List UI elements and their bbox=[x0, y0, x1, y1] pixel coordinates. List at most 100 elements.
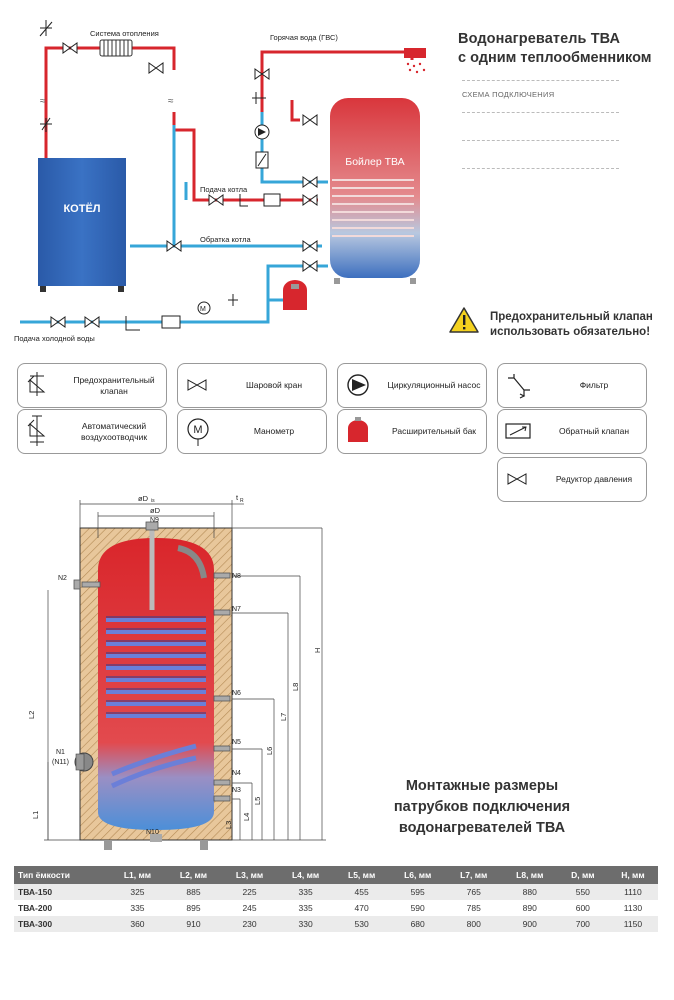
svg-text:M: M bbox=[200, 306, 206, 313]
table-cell: 680 bbox=[389, 916, 446, 932]
table-cell: ТВА-300 bbox=[14, 916, 110, 932]
hot-water-label: Горячая вода (ГВС) bbox=[270, 33, 338, 42]
table-cell: 550 bbox=[557, 884, 608, 900]
dim-label: R bbox=[240, 498, 244, 504]
table-cell: 470 bbox=[333, 900, 390, 916]
dim-label: t bbox=[236, 493, 239, 502]
table-cell: 910 bbox=[165, 916, 222, 932]
table-cell: 335 bbox=[109, 900, 166, 916]
table-cell: ТВА-200 bbox=[14, 900, 110, 916]
table-cell: 1130 bbox=[607, 900, 658, 916]
legend-label: Фильтр bbox=[579, 380, 609, 390]
table-cell: 700 bbox=[557, 916, 608, 932]
nozzle-label: N3 bbox=[232, 787, 241, 794]
legend-item-air-vent: Автоматический воздухоотводчик bbox=[17, 409, 167, 454]
table-header: D, мм bbox=[557, 866, 608, 884]
nozzle-label: N5 bbox=[232, 739, 241, 746]
table-header: L5, мм bbox=[333, 866, 390, 884]
boiler-label: КОТЁЛ bbox=[63, 202, 100, 215]
warning-line2: использовать обязательно! bbox=[490, 326, 651, 338]
cold-water-label: Подача холодной воды bbox=[14, 334, 95, 343]
caption: Монтажные размеры патрубков подключения … bbox=[382, 776, 582, 839]
warning-icon bbox=[449, 307, 479, 333]
dim-label: L5 bbox=[253, 797, 262, 805]
dimensions-table: Тип ёмкости L1, мм L2, мм L3, мм L4, мм … bbox=[14, 866, 658, 932]
table-cell: 1110 bbox=[607, 884, 658, 900]
legend-label: воздухоотводчик bbox=[80, 432, 148, 442]
legend-label: Циркуляционный насос bbox=[387, 380, 481, 390]
legend-label: Обратный клапан bbox=[558, 426, 630, 436]
table-cell: 325 bbox=[109, 884, 166, 900]
legend-item-expansion-tank: Расширительный бак bbox=[337, 409, 487, 454]
table-cell: 360 bbox=[109, 916, 166, 932]
caption-line3: водонагревателей ТВА bbox=[398, 820, 566, 836]
divider bbox=[462, 140, 619, 141]
dim-label: L7 bbox=[279, 713, 288, 721]
table-cell: 595 bbox=[389, 884, 446, 900]
safety-valve-icon bbox=[27, 372, 46, 396]
table-cell: 800 bbox=[445, 916, 502, 932]
legend-item-check-valve: Обратный клапан bbox=[497, 409, 647, 454]
table-cell: 245 bbox=[221, 900, 278, 916]
nozzle-label: N8 bbox=[232, 573, 241, 580]
boiler-body bbox=[38, 158, 126, 286]
table-row: ТВА-300 360 910 230 330 530 680 800 900 … bbox=[14, 916, 658, 932]
expansion-tank-icon bbox=[348, 417, 368, 442]
boiler-supply-label: Подача котла bbox=[200, 185, 248, 194]
tank-label: Бойлер ТВА bbox=[345, 156, 404, 168]
table-cell: 225 bbox=[221, 884, 278, 900]
table-header: L7, мм bbox=[445, 866, 502, 884]
dim-label: L4 bbox=[242, 813, 251, 821]
table-header: L1, мм bbox=[109, 866, 166, 884]
caption-line1: Монтажные размеры bbox=[405, 778, 559, 794]
nozzle-label: N4 bbox=[232, 770, 241, 777]
table-header: L4, мм bbox=[277, 866, 334, 884]
dim-label: L1 bbox=[31, 811, 40, 819]
warning-text: Предохранительный клапан использовать об… bbox=[490, 310, 653, 340]
legend-label: Шаровой кран bbox=[245, 380, 303, 390]
table-row: ТВА-200 335 895 245 335 470 590 785 890 … bbox=[14, 900, 658, 916]
table-cell: 590 bbox=[389, 900, 446, 916]
dim-label: is bbox=[151, 498, 155, 504]
legend-label: клапан bbox=[100, 386, 128, 396]
table-cell: 600 bbox=[557, 900, 608, 916]
caption-line2: патрубков подключения bbox=[393, 799, 571, 815]
table-header-row: Тип ёмкости L1, мм L2, мм L3, мм L4, мм … bbox=[14, 866, 658, 884]
nozzle-label: N7 bbox=[232, 606, 241, 613]
boiler-return-label: Обратка котла bbox=[200, 235, 251, 244]
table-row: ТВА-150 325 885 225 335 455 595 765 880 … bbox=[14, 884, 658, 900]
svg-text:≈: ≈ bbox=[168, 96, 174, 107]
dimension-drawing: N2 N8 N7 N6 N5 N4 N3 N9 N10 N1 (N11) øD … bbox=[27, 493, 326, 850]
table-header: Тип ёмкости bbox=[14, 866, 110, 884]
table-header: L2, мм bbox=[165, 866, 222, 884]
nozzle-label: N2 bbox=[58, 575, 67, 582]
table-cell: 885 bbox=[165, 884, 222, 900]
table-header: L8, мм bbox=[501, 866, 558, 884]
legend-label: Редуктор давления bbox=[555, 474, 633, 484]
nozzle-label: N10 bbox=[146, 829, 159, 836]
warning-line1: Предохранительный клапан bbox=[490, 311, 653, 323]
dim-label: H bbox=[313, 648, 322, 653]
nozzle-label: (N11) bbox=[52, 759, 69, 766]
heating-system-label: Система отопления bbox=[90, 29, 159, 38]
nozzle-label: N9 bbox=[150, 517, 159, 524]
legend-label: Расширительный бак bbox=[391, 426, 477, 436]
table-cell: 785 bbox=[445, 900, 502, 916]
table-cell: 890 bbox=[501, 900, 558, 916]
dim-label: L8 bbox=[291, 683, 300, 691]
table-cell: 335 bbox=[277, 900, 334, 916]
manometer-icon: M bbox=[187, 418, 209, 446]
legend-item-pressure-reducer: Редуктор давления bbox=[497, 457, 647, 502]
table-cell: 335 bbox=[277, 884, 334, 900]
page-title: Водонагреватель ТВА bbox=[458, 31, 621, 47]
table-cell: 330 bbox=[277, 916, 334, 932]
svg-text:M: M bbox=[193, 424, 202, 436]
dim-label: øD bbox=[150, 506, 161, 515]
circulation-pump-icon bbox=[347, 374, 369, 396]
legend-item-circulation-pump: Циркуляционный насос bbox=[337, 363, 487, 408]
divider bbox=[462, 168, 619, 169]
divider bbox=[462, 112, 619, 113]
divider bbox=[462, 80, 619, 81]
table-cell: 530 bbox=[333, 916, 390, 932]
nozzle-label: N6 bbox=[232, 690, 241, 697]
